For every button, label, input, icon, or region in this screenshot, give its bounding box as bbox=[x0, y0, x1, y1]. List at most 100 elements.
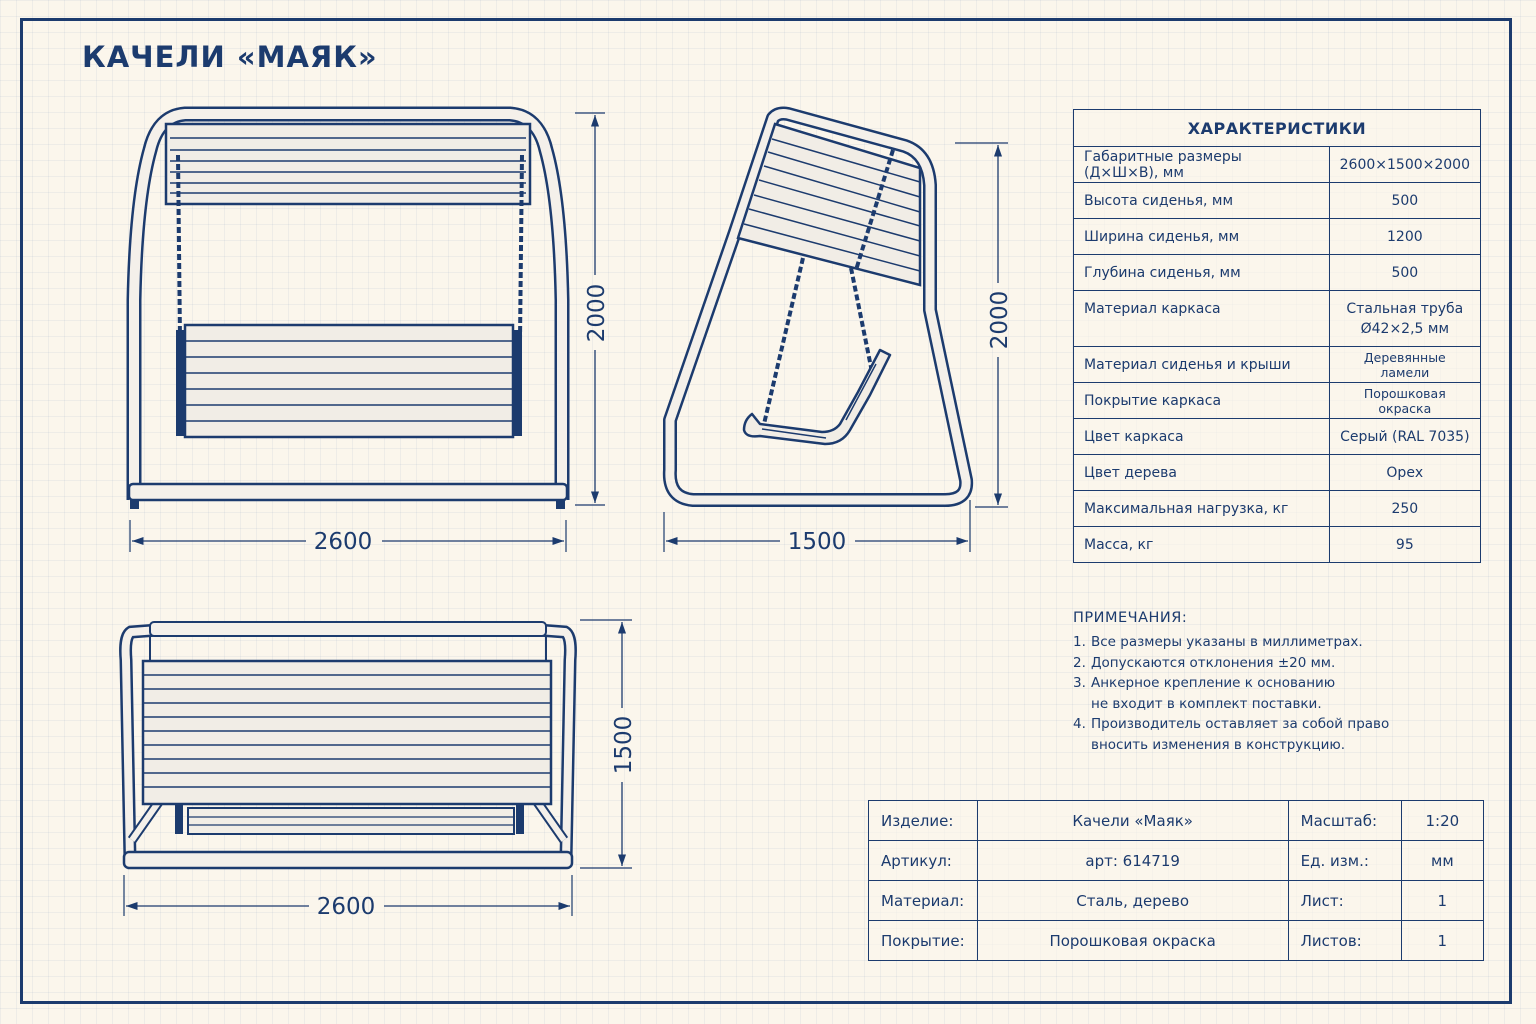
front-width-dimension: 2600 bbox=[129, 520, 567, 555]
title-block-label: Материал: bbox=[868, 880, 978, 921]
top-roof bbox=[141, 659, 553, 806]
spec-label: Цвет дерева bbox=[1073, 454, 1330, 491]
characteristics-table: ХАРАКТЕРИСТИКИ Габаритные размеры (Д×Ш×В… bbox=[1073, 109, 1482, 563]
top-frame bbox=[119, 621, 577, 870]
spec-label: Покрытие каркаса bbox=[1073, 382, 1330, 419]
spec-value: 250 bbox=[1328, 490, 1482, 527]
spec-value-line1: Стальная труба bbox=[1346, 300, 1464, 317]
note-number: 2. bbox=[1073, 654, 1086, 671]
spec-label: Глубина сиденья, мм bbox=[1073, 254, 1330, 291]
table-row: Ширина сиденья, мм 1200 bbox=[1073, 218, 1482, 255]
top-view: 2600 1500 bbox=[119, 619, 637, 920]
side-frame bbox=[662, 106, 974, 507]
table-row: Материал каркаса Стальная труба Ø42×2,5 … bbox=[1073, 290, 1482, 347]
table-row: Масса, кг 95 bbox=[1073, 526, 1482, 563]
spec-value: Стальная труба Ø42×2,5 мм bbox=[1328, 290, 1482, 347]
spec-value: Деревянные ламели bbox=[1328, 346, 1482, 383]
title-block-value: 1:20 bbox=[1400, 800, 1485, 841]
table-row: Максимальная нагрузка, кг 250 bbox=[1073, 490, 1482, 527]
note-line: Анкерное крепление к основанию bbox=[1091, 675, 1336, 691]
notes: ПРИМЕЧАНИЯ: 1. Все размеры указаны в мил… bbox=[1073, 610, 1389, 755]
title-block-value: Порошковая окраска bbox=[976, 920, 1289, 961]
top-depth-label: 1500 bbox=[611, 716, 637, 775]
spec-value: Порошковая окраска bbox=[1328, 382, 1482, 419]
note-number: 3. bbox=[1073, 675, 1086, 691]
note-line: Допускаются отклонения ±20 мм. bbox=[1091, 654, 1336, 671]
top-depth-dimension: 1500 bbox=[580, 619, 637, 869]
side-chains bbox=[762, 149, 895, 425]
top-width-dimension: 2600 bbox=[123, 875, 573, 920]
title-block-value: мм bbox=[1400, 840, 1485, 881]
side-view: 1500 2000 bbox=[662, 106, 1013, 555]
table-row: Материал сиденья и крыши Деревянные ламе… bbox=[1073, 346, 1482, 383]
spec-value: 1200 bbox=[1328, 218, 1482, 255]
title-block-label: Ед. изм.: bbox=[1287, 840, 1402, 881]
table-row: Покрытие: Порошковая окраска Листов: 1 bbox=[868, 920, 1485, 961]
top-seat bbox=[175, 804, 524, 835]
spec-value: 95 bbox=[1328, 526, 1482, 563]
title-block-label: Покрытие: bbox=[868, 920, 978, 961]
front-roof bbox=[164, 122, 532, 206]
front-view: 2600 2000 bbox=[126, 106, 610, 555]
spec-value-line2: Ø42×2,5 мм bbox=[1360, 320, 1450, 337]
note-number: 1. bbox=[1073, 634, 1086, 650]
side-height-label: 2000 bbox=[987, 291, 1013, 350]
side-roof bbox=[736, 122, 922, 287]
side-height-dimension: 2000 bbox=[955, 142, 1013, 508]
title-block-value: 1 bbox=[1400, 920, 1485, 961]
front-height-dimension: 2000 bbox=[575, 112, 610, 506]
front-width-label: 2600 bbox=[314, 529, 373, 555]
title-block-value: арт: 614719 bbox=[976, 840, 1289, 881]
title-block-label: Артикул: bbox=[868, 840, 978, 881]
table-row: Артикул: арт: 614719 Ед. изм.: мм bbox=[868, 840, 1485, 881]
title-block: Изделие: Качели «Маяк» Масштаб: 1:20 Арт… bbox=[868, 800, 1485, 961]
front-frame bbox=[126, 106, 570, 509]
characteristics-heading: ХАРАКТЕРИСТИКИ bbox=[1073, 109, 1481, 147]
title-block-label: Листов: bbox=[1287, 920, 1402, 961]
side-seat bbox=[742, 348, 892, 446]
title-block-value: 1 bbox=[1400, 880, 1485, 921]
page-title: КАЧЕЛИ «МАЯК» bbox=[82, 40, 378, 74]
spec-label: Максимальная нагрузка, кг bbox=[1073, 490, 1330, 527]
front-chains bbox=[176, 154, 524, 341]
spec-value: Орех bbox=[1328, 454, 1482, 491]
front-seat bbox=[176, 323, 522, 439]
spec-label: Материал каркаса bbox=[1073, 290, 1330, 347]
notes-heading: ПРИМЕЧАНИЯ: bbox=[1073, 610, 1188, 626]
spec-value: 500 bbox=[1328, 182, 1482, 219]
top-width-label: 2600 bbox=[317, 894, 376, 920]
title-block-value: Качели «Маяк» bbox=[976, 800, 1289, 841]
table-row: Изделие: Качели «Маяк» Масштаб: 1:20 bbox=[868, 800, 1485, 841]
side-depth-label: 1500 bbox=[788, 529, 847, 555]
spec-label: Цвет каркаса bbox=[1073, 418, 1330, 455]
note-line: вносить изменения в конструкцию. bbox=[1091, 736, 1346, 753]
spec-label: Высота сиденья, мм bbox=[1073, 182, 1330, 219]
table-row: Цвет каркаса Серый (RAL 7035) bbox=[1073, 418, 1482, 455]
drawing-frame bbox=[20, 18, 1512, 1004]
note-line: не входит в комплект поставки. bbox=[1091, 695, 1322, 712]
title-block-label: Масштаб: bbox=[1287, 800, 1402, 841]
spec-value: 500 bbox=[1328, 254, 1482, 291]
title-block-label: Лист: bbox=[1287, 880, 1402, 921]
spec-label: Материал сиденья и крыши bbox=[1073, 346, 1330, 383]
table-row: Высота сиденья, мм 500 bbox=[1073, 182, 1482, 219]
note-line: Все размеры указаны в миллиметрах. bbox=[1091, 634, 1363, 650]
table-row: Габаритные размеры (Д×Ш×В), мм 2600×1500… bbox=[1073, 146, 1482, 183]
list-item: 3. Анкерное крепление к основанию не вхо… bbox=[1073, 673, 1389, 714]
list-item: 2. Допускаются отклонения ±20 мм. bbox=[1073, 653, 1389, 674]
spec-label: Ширина сиденья, мм bbox=[1073, 218, 1330, 255]
table-row: Покрытие каркаса Порошковая окраска bbox=[1073, 382, 1482, 419]
front-height-label: 2000 bbox=[584, 284, 610, 343]
spec-value: 2600×1500×2000 bbox=[1328, 146, 1482, 183]
list-item: 1. Все размеры указаны в миллиметрах. bbox=[1073, 632, 1389, 653]
spec-label: Масса, кг bbox=[1073, 526, 1330, 563]
note-line: Производитель оставляет за собой право bbox=[1091, 716, 1390, 732]
title-block-value: Сталь, дерево bbox=[976, 880, 1289, 921]
table-row: Цвет дерева Орех bbox=[1073, 454, 1482, 491]
list-item: 4. Производитель оставляет за собой прав… bbox=[1073, 714, 1389, 755]
table-row: Материал: Сталь, дерево Лист: 1 bbox=[868, 880, 1485, 921]
table-row: Глубина сиденья, мм 500 bbox=[1073, 254, 1482, 291]
note-number: 4. bbox=[1073, 716, 1086, 732]
side-depth-dimension: 1500 bbox=[663, 500, 971, 555]
